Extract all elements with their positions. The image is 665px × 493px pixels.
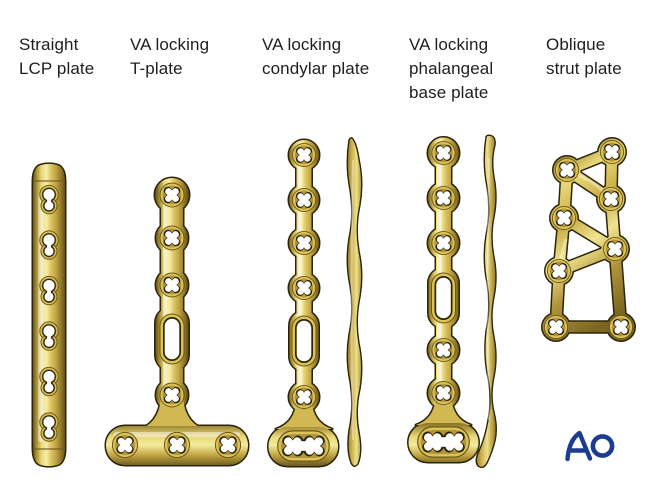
phalangeal-plate-side-view xyxy=(475,134,497,469)
ao-logo-icon xyxy=(565,430,615,462)
va-locking-phalangeal-base-plate-illustration xyxy=(407,134,497,469)
label-oblique-strut-plate: Oblique strut plate xyxy=(546,35,622,78)
va-locking-condylar-plate-illustration xyxy=(267,137,363,468)
label-straight-lcp-plate: Straight LCP plate xyxy=(19,35,95,78)
label-va-locking-condylar-plate: VA locking condylar plate xyxy=(262,35,370,78)
label-va-locking-t-plate: VA locking T-plate xyxy=(130,35,210,78)
straight-lcp-plate-illustration xyxy=(31,162,67,468)
oblique-strut-plate-illustration xyxy=(541,137,636,342)
va-locking-t-plate-illustration xyxy=(104,176,250,467)
condylar-plate-side-view xyxy=(346,137,363,467)
label-va-locking-phalangeal-base-plate: VA locking phalangeal base plate xyxy=(409,35,494,102)
plate-facet-lines xyxy=(33,180,65,450)
